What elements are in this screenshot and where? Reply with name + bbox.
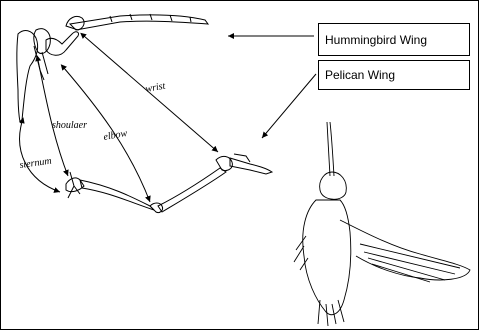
hummingbird-wing-skeleton	[17, 14, 208, 123]
hummingbird-body-drawing	[294, 122, 470, 326]
sternum-label: sternum	[19, 156, 52, 171]
pelican-label-arrow	[262, 74, 316, 138]
hummingbird-wing-label: Hummingbird Wing	[325, 33, 427, 47]
pelican-wing-skeleton	[66, 154, 272, 213]
elbow-label: elbow	[103, 128, 129, 143]
wrist-label: wrist	[145, 81, 167, 95]
pelican-wing-label-box: Pelican Wing	[318, 60, 470, 90]
hummingbird-wing-label-box: Hummingbird Wing	[318, 23, 470, 56]
pelican-wing-label: Pelican Wing	[325, 68, 395, 82]
shoulder-label: shoulaer	[52, 120, 87, 131]
